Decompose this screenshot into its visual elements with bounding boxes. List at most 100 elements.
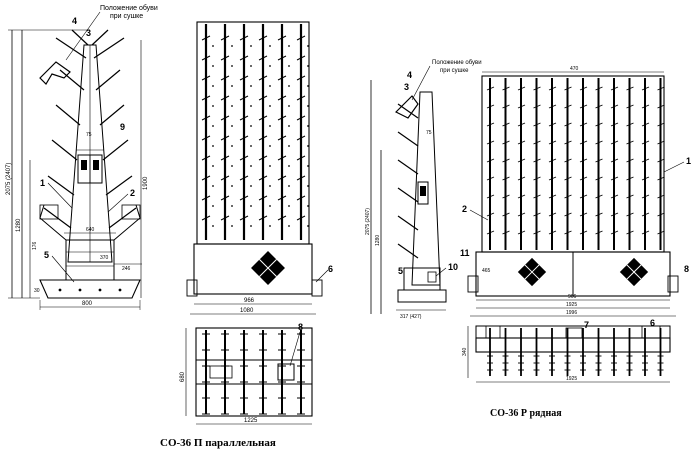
fan-grille <box>251 251 285 285</box>
dim-vertical-e: 30 <box>34 288 40 294</box>
dim-vertical-a: 2075 (2407) <box>6 163 12 195</box>
rack-peg <box>641 176 650 181</box>
rack-peg <box>533 212 541 217</box>
end-block <box>485 325 501 339</box>
bolt <box>58 288 62 292</box>
dim-a: 640 <box>86 227 95 233</box>
base-plate <box>39 279 141 299</box>
rack-peg <box>220 195 230 201</box>
rack-peg <box>533 194 541 199</box>
rack-peg <box>277 115 287 121</box>
rack-peg <box>258 175 268 181</box>
rack-peg <box>220 55 230 61</box>
rack-peg <box>486 104 495 109</box>
rack-peg <box>296 195 306 201</box>
rack-peg <box>258 115 268 121</box>
rack-peg <box>239 95 249 101</box>
rack-dot <box>307 65 309 67</box>
rack-bracket <box>113 204 141 241</box>
top-view-row: 340 1925 7 6 СО-36 Р рядная <box>462 318 671 419</box>
rack-peg <box>548 140 557 145</box>
prong <box>397 243 419 259</box>
rack-peg <box>657 194 665 199</box>
rack-peg <box>277 55 287 61</box>
rack-peg <box>657 122 665 127</box>
rack-peg <box>277 195 287 201</box>
prong <box>59 69 85 91</box>
rack-peg <box>486 86 495 91</box>
foot-bracket <box>311 279 323 297</box>
rack-peg <box>579 194 588 199</box>
rack-peg <box>296 35 306 41</box>
rack-peg <box>641 122 650 127</box>
rack-peg <box>258 35 268 41</box>
rack-dot <box>288 205 290 207</box>
rack-peg <box>595 104 603 109</box>
rack-peg <box>641 212 650 217</box>
foot-bracket <box>667 275 679 293</box>
rack-peg <box>239 175 249 181</box>
dim-right-front-c: 1996 <box>566 310 577 316</box>
rack-peg <box>277 175 287 181</box>
rack-dot <box>307 105 309 107</box>
dim-base-width: 800 <box>82 301 93 307</box>
callout-11: 11 <box>460 248 470 258</box>
rack-dot <box>231 165 233 167</box>
rack-peg <box>517 212 526 217</box>
rack-peg <box>595 230 603 235</box>
rack-dot <box>307 165 309 167</box>
rack-peg <box>277 75 287 81</box>
dim-right-front-b: 1925 <box>566 302 577 308</box>
rack-peg <box>517 104 526 109</box>
rack-peg <box>502 86 510 91</box>
rack-peg <box>220 95 230 101</box>
note-during-drying: при сушке <box>440 68 469 74</box>
leader-line <box>663 161 685 173</box>
rack-peg <box>548 122 557 127</box>
prong <box>55 104 81 126</box>
rack-peg <box>610 212 619 217</box>
prong <box>51 139 78 161</box>
rack-peg <box>486 122 495 127</box>
rack-peg <box>201 55 211 61</box>
rack-peg <box>657 104 665 109</box>
prong <box>47 175 75 196</box>
rack-peg <box>517 158 526 163</box>
rack-peg <box>533 230 541 235</box>
rack-dot <box>212 165 214 167</box>
control-switch <box>81 160 87 170</box>
rack-peg <box>610 140 619 145</box>
rack-peg <box>548 158 557 163</box>
foot-bracket <box>467 275 479 293</box>
prong <box>71 29 89 46</box>
rack-dot <box>250 145 252 147</box>
rack-dot <box>250 125 252 127</box>
rack-peg <box>626 122 634 127</box>
rack-peg <box>595 140 603 145</box>
heater-housing <box>193 243 313 295</box>
rack-box <box>39 204 59 220</box>
rack-peg <box>517 140 526 145</box>
rack-peg <box>579 140 588 145</box>
rack-peg <box>239 35 249 41</box>
rack-dot <box>288 45 290 47</box>
rack-peg <box>548 176 557 181</box>
rack-peg <box>610 194 619 199</box>
rack-peg <box>564 230 572 235</box>
rack-peg <box>610 230 619 235</box>
rack-peg <box>220 175 230 181</box>
rack-peg <box>258 155 268 161</box>
rack-peg <box>610 104 619 109</box>
control-switch <box>93 160 99 170</box>
rack-peg <box>486 140 495 145</box>
rack-peg <box>220 135 230 141</box>
rack-dot <box>250 65 252 67</box>
rack-peg <box>595 122 603 127</box>
rack-peg <box>533 104 541 109</box>
rack-dot <box>212 205 214 207</box>
rack-peg <box>201 35 211 41</box>
prong <box>55 37 87 59</box>
rack-peg <box>533 122 541 127</box>
rack-dot <box>269 165 271 167</box>
rack-dot <box>269 205 271 207</box>
